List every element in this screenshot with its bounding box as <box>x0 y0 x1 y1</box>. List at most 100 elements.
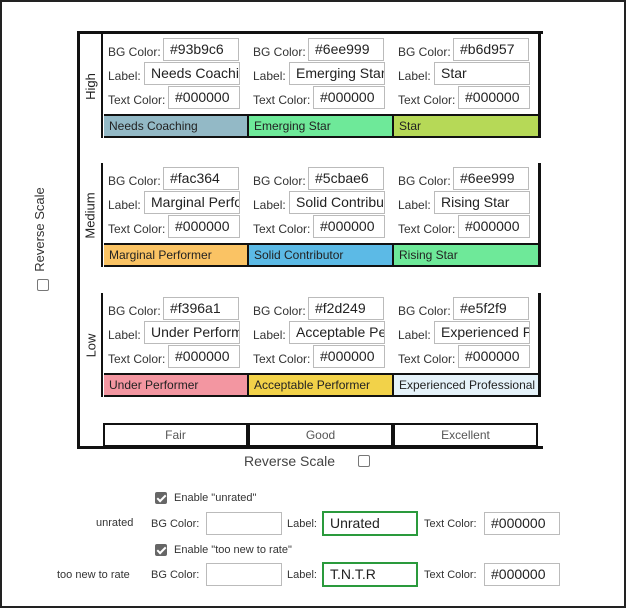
tntr-text-color-label: Text Color: <box>424 569 477 581</box>
label-input-high-1[interactable]: Needs Coaching <box>144 62 240 85</box>
label-input-high-3[interactable]: Star <box>434 62 530 85</box>
row-label-container: Medium <box>78 163 103 267</box>
color-preview-low-3: Experienced Professional <box>394 373 538 397</box>
bg-color-label: BG Color: <box>398 174 451 188</box>
bg-color-input-high-1[interactable]: #93b9c6 <box>163 38 239 61</box>
row-right-border <box>538 293 541 397</box>
bg-color-input-low-3[interactable]: #e5f2f9 <box>453 297 529 320</box>
text-color-label: Text Color: <box>108 222 166 236</box>
label-label: Label: <box>108 328 141 342</box>
text-color-input-high-1[interactable]: #000000 <box>168 86 240 109</box>
text-color-label: Text Color: <box>108 352 166 366</box>
label-label: Label: <box>253 328 286 342</box>
row-label-medium: Medium <box>83 191 98 239</box>
label-label: Label: <box>253 198 286 212</box>
bg-color-input-medium-3[interactable]: #6ee999 <box>453 167 529 190</box>
row-right-border <box>538 163 541 267</box>
text-color-label: Text Color: <box>253 93 311 107</box>
text-color-input-medium-2[interactable]: #000000 <box>313 215 385 238</box>
tntr-bg-color-input[interactable] <box>206 563 282 586</box>
bg-color-input-low-1[interactable]: #f396a1 <box>163 297 239 320</box>
matrix-grid <box>77 31 543 449</box>
color-preview-medium-3: Rising Star <box>394 243 538 267</box>
text-color-input-high-2[interactable]: #000000 <box>313 86 385 109</box>
bg-color-label: BG Color: <box>253 304 306 318</box>
bg-color-label: BG Color: <box>108 304 161 318</box>
enable-unrated-checkbox[interactable] <box>155 492 167 504</box>
label-label: Label: <box>108 198 141 212</box>
text-color-label: Text Color: <box>108 93 166 107</box>
enable-unrated-label: Enable "unrated" <box>174 492 257 504</box>
tntr-label-input[interactable]: T.N.T.R <box>322 562 418 587</box>
text-color-input-low-1[interactable]: #000000 <box>168 345 240 368</box>
row-right-border <box>538 34 541 138</box>
row-label-box-low: Low <box>78 293 103 397</box>
unrated-label-label: Label: <box>287 518 317 530</box>
label-label: Label: <box>398 198 431 212</box>
unrated-text-color-label: Text Color: <box>424 518 477 530</box>
reverse-scale-vertical-label: Reverse Scale <box>31 187 47 272</box>
bg-color-label: BG Color: <box>108 45 161 59</box>
row-label-box-medium: Medium <box>78 163 103 267</box>
bg-color-input-high-2[interactable]: #6ee999 <box>308 38 384 61</box>
reverse-scale-vertical-checkbox[interactable] <box>37 279 49 291</box>
text-color-input-high-3[interactable]: #000000 <box>458 86 530 109</box>
text-color-input-medium-1[interactable]: #000000 <box>168 215 240 238</box>
color-preview-low-1: Under Performer <box>104 373 249 397</box>
tntr-row-label: too new to rate <box>57 569 130 581</box>
text-color-label: Text Color: <box>253 352 311 366</box>
reverse-scale-horizontal-label: Reverse Scale <box>244 453 336 469</box>
label-label: Label: <box>253 69 286 83</box>
color-preview-high-2: Emerging Star <box>249 114 394 138</box>
unrated-bg-color-label: BG Color: <box>151 518 200 530</box>
label-input-low-2[interactable]: Acceptable Performer <box>289 321 385 344</box>
row-label-low: Low <box>82 333 98 357</box>
bg-color-label: BG Color: <box>253 45 306 59</box>
bg-color-input-medium-1[interactable]: #fac364 <box>163 167 239 190</box>
label-input-low-3[interactable]: Experienced Professional <box>434 321 530 344</box>
bg-color-label: BG Color: <box>253 174 306 188</box>
label-input-low-1[interactable]: Under Performer <box>144 321 240 344</box>
column-header-fair: Fair <box>103 423 248 447</box>
bg-color-input-high-3[interactable]: #b6d957 <box>453 38 529 61</box>
unrated-bg-color-input[interactable] <box>206 512 282 535</box>
label-label: Label: <box>108 69 141 83</box>
label-input-medium-3[interactable]: Rising Star <box>434 191 530 214</box>
label-input-medium-1[interactable]: Marginal Performer <box>144 191 240 214</box>
unrated-label-input[interactable]: Unrated <box>322 511 418 536</box>
unrated-row-label: unrated <box>96 517 134 529</box>
color-preview-low-2: Acceptable Performer <box>249 373 394 397</box>
color-preview-high-3: Star <box>394 114 538 138</box>
reverse-scale-horizontal-checkbox[interactable] <box>358 455 370 467</box>
row-label-container: High <box>78 34 103 138</box>
unrated-text-color-input[interactable]: #000000 <box>484 512 560 535</box>
text-color-input-low-2[interactable]: #000000 <box>313 345 385 368</box>
tntr-bg-color-label: BG Color: <box>151 569 200 581</box>
color-preview-high-1: Needs Coaching <box>104 114 249 138</box>
label-input-medium-2[interactable]: Solid Contributor <box>289 191 385 214</box>
text-color-input-medium-3[interactable]: #000000 <box>458 215 530 238</box>
column-header-good: Good <box>248 423 393 447</box>
enable-tntr-label: Enable "too new to rate" <box>174 544 292 556</box>
bg-color-input-low-2[interactable]: #f2d249 <box>308 297 384 320</box>
tntr-label-label: Label: <box>287 569 317 581</box>
bg-color-input-medium-2[interactable]: #5cbae6 <box>308 167 384 190</box>
text-color-label: Text Color: <box>253 222 311 236</box>
text-color-input-low-3[interactable]: #000000 <box>458 345 530 368</box>
bg-color-label: BG Color: <box>398 45 451 59</box>
bg-color-label: BG Color: <box>398 304 451 318</box>
row-label-container: Low <box>78 293 103 397</box>
color-preview-medium-2: Solid Contributor <box>249 243 394 267</box>
color-preview-medium-1: Marginal Performer <box>104 243 249 267</box>
label-label: Label: <box>398 328 431 342</box>
tntr-text-color-input[interactable]: #000000 <box>484 563 560 586</box>
label-input-high-2[interactable]: Emerging Star <box>289 62 385 85</box>
enable-tntr-checkbox[interactable] <box>155 544 167 556</box>
row-label-box-high: High <box>78 34 103 138</box>
column-header-excellent: Excellent <box>393 423 538 447</box>
bg-color-label: BG Color: <box>108 174 161 188</box>
text-color-label: Text Color: <box>398 93 456 107</box>
text-color-label: Text Color: <box>398 222 456 236</box>
label-label: Label: <box>398 69 431 83</box>
